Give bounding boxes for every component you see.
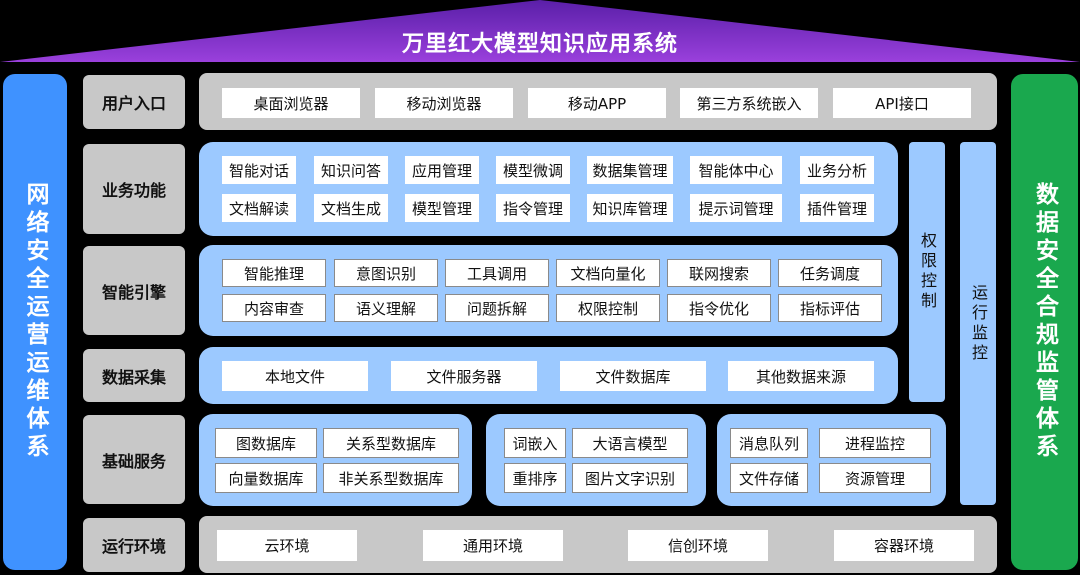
intelligent-engine-panel: 智能推理 意图识别 工具调用 文档向量化 联网搜索 任务调度 内容审查 语义理解… [199, 245, 898, 336]
runtime-environment-panel: 云环境 通用环境 信创环境 容器环境 [199, 516, 997, 573]
environment-item: 云环境 [217, 530, 357, 561]
layer-label-env: 运行环境 [83, 518, 185, 572]
business-item: 知识问答 [314, 156, 388, 184]
data-acquisition-panel: 本地文件 文件服务器 文件数据库 其他数据来源 [199, 347, 898, 404]
business-item: 知识库管理 [587, 194, 673, 222]
business-item: 文档生成 [314, 194, 388, 222]
data-source-item: 文件数据库 [560, 361, 706, 391]
layer-label-business: 业务功能 [83, 144, 185, 234]
business-item: 文档解读 [222, 194, 296, 222]
base-services-infra-panel: 消息队列 进程监控 文件存储 资源管理 [717, 414, 946, 506]
base-service-item: 词嵌入 [504, 428, 566, 458]
base-service-item: 进程监控 [819, 428, 931, 458]
system-title: 万里红大模型知识应用系统 [401, 32, 678, 57]
runtime-monitor-column: 运行监控 [960, 142, 996, 505]
user-entry-item: API接口 [833, 88, 971, 118]
network-security-ops-column: 网络安全运营运维体系 [3, 74, 67, 570]
base-services-model-panel: 词嵌入 大语言模型 重排序 图片文字识别 [486, 414, 706, 506]
layer-label-user: 用户入口 [83, 75, 185, 129]
engine-item: 文档向量化 [556, 259, 660, 287]
business-item: 智能体中心 [690, 156, 782, 184]
runtime-monitor-label: 运行监控 [969, 283, 988, 364]
user-entry-panel: 桌面浏览器 移动浏览器 移动APP 第三方系统嵌入 API接口 [199, 73, 997, 130]
base-service-item: 向量数据库 [215, 463, 317, 493]
roof-banner [0, 0, 1080, 62]
user-entry-item: 桌面浏览器 [222, 88, 360, 118]
user-entry-item: 移动浏览器 [375, 88, 513, 118]
layer-label-base: 基础服务 [83, 415, 185, 504]
engine-item: 工具调用 [445, 259, 549, 287]
business-item: 数据集管理 [587, 156, 673, 184]
engine-item: 意图识别 [334, 259, 438, 287]
base-service-item: 大语言模型 [572, 428, 688, 458]
business-item: 智能对话 [222, 156, 296, 184]
engine-item: 联网搜索 [667, 259, 771, 287]
engine-item: 内容审查 [222, 294, 326, 322]
user-entry-item: 第三方系统嵌入 [680, 88, 818, 118]
base-service-item: 非关系型数据库 [323, 463, 459, 493]
environment-item: 容器环境 [834, 530, 974, 561]
network-security-ops-label: 网络安全运营运维体系 [22, 182, 48, 462]
user-entry-item: 移动APP [528, 88, 666, 118]
engine-item: 权限控制 [556, 294, 660, 322]
engine-item: 指标评估 [778, 294, 882, 322]
environment-item: 通用环境 [423, 530, 563, 561]
business-item: 模型微调 [496, 156, 570, 184]
layer-label-engine: 智能引擎 [83, 246, 185, 335]
data-security-compliance-label: 数据安全合规监管体系 [1031, 182, 1058, 462]
business-item: 业务分析 [800, 156, 874, 184]
business-item: 模型管理 [405, 194, 479, 222]
data-source-item: 文件服务器 [391, 361, 537, 391]
base-services-db-panel: 图数据库 关系型数据库 向量数据库 非关系型数据库 [199, 414, 472, 506]
data-source-item: 本地文件 [222, 361, 368, 391]
base-service-item: 消息队列 [730, 428, 808, 458]
access-control-column: 权限控制 [909, 142, 945, 402]
base-service-item: 关系型数据库 [323, 428, 459, 458]
engine-item: 指令优化 [667, 294, 771, 322]
engine-item: 智能推理 [222, 259, 326, 287]
base-service-item: 图数据库 [215, 428, 317, 458]
business-functions-panel: 智能对话 知识问答 应用管理 模型微调 数据集管理 智能体中心 业务分析 文档解… [199, 142, 898, 236]
base-service-item: 图片文字识别 [572, 463, 688, 493]
business-item: 插件管理 [800, 194, 874, 222]
layer-label-data: 数据采集 [83, 349, 185, 402]
access-control-label: 权限控制 [918, 232, 937, 312]
base-service-item: 文件存储 [730, 463, 808, 493]
data-security-compliance-column: 数据安全合规监管体系 [1011, 74, 1078, 570]
business-item: 提示词管理 [690, 194, 782, 222]
base-service-item: 重排序 [504, 463, 566, 493]
engine-item: 问题拆解 [445, 294, 549, 322]
engine-item: 语义理解 [334, 294, 438, 322]
environment-item: 信创环境 [628, 530, 768, 561]
data-source-item: 其他数据来源 [728, 361, 874, 391]
business-item: 应用管理 [405, 156, 479, 184]
business-item: 指令管理 [496, 194, 570, 222]
base-service-item: 资源管理 [819, 463, 931, 493]
engine-item: 任务调度 [778, 259, 882, 287]
